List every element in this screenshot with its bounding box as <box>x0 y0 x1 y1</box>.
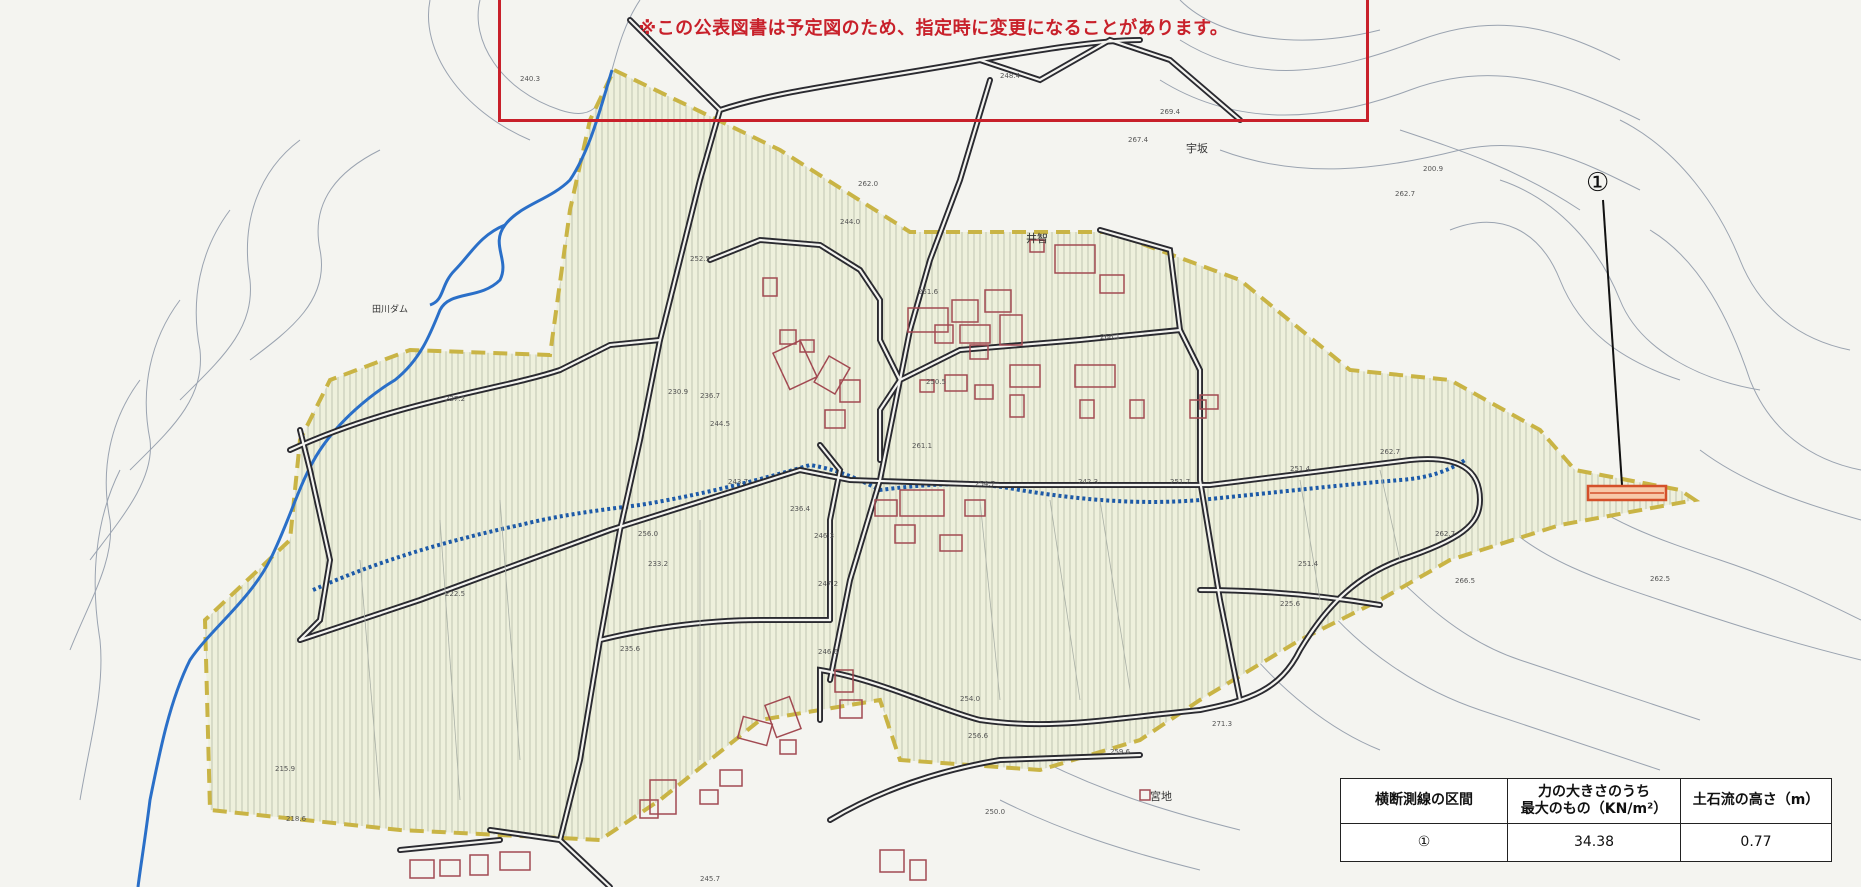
elevation-label: 262.0 <box>858 180 879 188</box>
elevation-label: 271.3 <box>1212 720 1233 728</box>
elevation-label: 245.7 <box>700 875 721 883</box>
cross-section-marker: ① <box>1586 168 1610 198</box>
elevation-label: 262.5 <box>1650 575 1671 583</box>
elevation-label: 246.3 <box>814 532 835 540</box>
elevation-label: 262.7 <box>1380 448 1401 456</box>
elevation-label: 251.4 <box>1298 560 1319 568</box>
roads-inner <box>288 18 1482 887</box>
rivers <box>136 69 614 887</box>
elevation-label: 259.6 <box>1110 748 1131 756</box>
table-header-max-force: 力の大きさのうち 最大のもの（KN/m²） <box>1507 778 1681 824</box>
elevation-label: 266.5 <box>1455 577 1476 585</box>
elevation-label: 262.7 <box>1435 530 1456 538</box>
elevation-label: 243.7 <box>728 478 749 486</box>
elevation-label: 251.4 <box>1290 465 1311 473</box>
table-row: ① 34.38 0.77 <box>1340 822 1832 863</box>
elevation-label: 225.6 <box>1280 600 1301 608</box>
table-header-section: 横断測線の区間 <box>1340 778 1508 824</box>
elevation-label: 236.7 <box>700 392 721 400</box>
elevation-label: 256.0 <box>638 530 659 538</box>
table-header-row: 横断測線の区間 力の大きさのうち 最大のもの（KN/m²） 土石流の高さ（m） <box>1340 778 1832 824</box>
elevation-label: 251.7 <box>1170 478 1191 486</box>
elevation-label: 244.0 <box>840 218 861 226</box>
hazard-zone <box>202 67 1701 843</box>
elevation-label: 266.1 <box>1100 333 1121 341</box>
elevation-label: 235.6 <box>620 645 641 653</box>
elevation-label: 250.0 <box>985 808 1006 816</box>
elevation-label: 227.2 <box>445 395 466 403</box>
elevation-label: 246.6 <box>818 648 839 656</box>
elevation-label: 250.5 <box>926 378 947 386</box>
elevation-label: 269.4 <box>1160 108 1181 116</box>
field-lines <box>359 469 1401 801</box>
elevation-label: 230.9 <box>668 388 689 396</box>
place-label-miyaji: 宮地 <box>1150 790 1172 803</box>
table-cell-height: 0.77 <box>1680 822 1832 863</box>
elevation-label: 262.7 <box>1395 190 1416 198</box>
notice-text: ※この公表図書は予定図のため、指定時に変更になることがあります。 <box>638 18 1229 39</box>
elevation-label: 254.7 <box>975 480 996 488</box>
place-label-usaka: 宇坂 <box>1186 142 1208 155</box>
table-cell-max-force: 34.38 <box>1507 822 1681 863</box>
force-table: 横断測線の区間 力の大きさのうち 最大のもの（KN/m²） 土石流の高さ（m） … <box>1340 778 1832 863</box>
table-header-max-force-line2: 最大のもの（KN/m²） <box>1520 800 1668 817</box>
elevation-label: 236.4 <box>790 505 811 513</box>
elevation-label: 200.9 <box>1423 165 1444 173</box>
table-cell-section: ① <box>1340 822 1508 863</box>
elevation-label: 251.6 <box>918 288 939 296</box>
place-label-ichi: 井智 <box>1026 232 1048 245</box>
elevation-label: 222.5 <box>445 590 466 598</box>
elevation-label: 218.6 <box>286 815 307 823</box>
elevation-label: 267.4 <box>1128 136 1149 144</box>
table-header-height: 土石流の高さ（m） <box>1680 778 1832 824</box>
elevation-label: 256.6 <box>968 732 989 740</box>
elevation-label: 240.3 <box>520 75 541 83</box>
buildings <box>409 239 1219 881</box>
elevation-label: 233.2 <box>648 560 669 568</box>
elevation-label: 254.0 <box>960 695 981 703</box>
elevation-label: 215.9 <box>275 765 296 773</box>
elevation-label: 242.3 <box>1078 478 1099 486</box>
elevation-label: 248.4 <box>1000 72 1021 80</box>
elevation-label: 247.2 <box>818 580 839 588</box>
cross-section-line <box>1586 199 1668 502</box>
elevation-label: 261.1 <box>912 442 933 450</box>
table-header-max-force-line1: 力の大きさのうち <box>1538 783 1650 800</box>
notice-box: ※この公表図書は予定図のため、指定時に変更になることがあります。 <box>498 0 1369 122</box>
contour-lines <box>69 0 1861 871</box>
elevation-label: 244.5 <box>710 420 731 428</box>
dam-label: 田川ダム <box>372 305 409 315</box>
elevation-label: 252.5 <box>690 255 711 263</box>
